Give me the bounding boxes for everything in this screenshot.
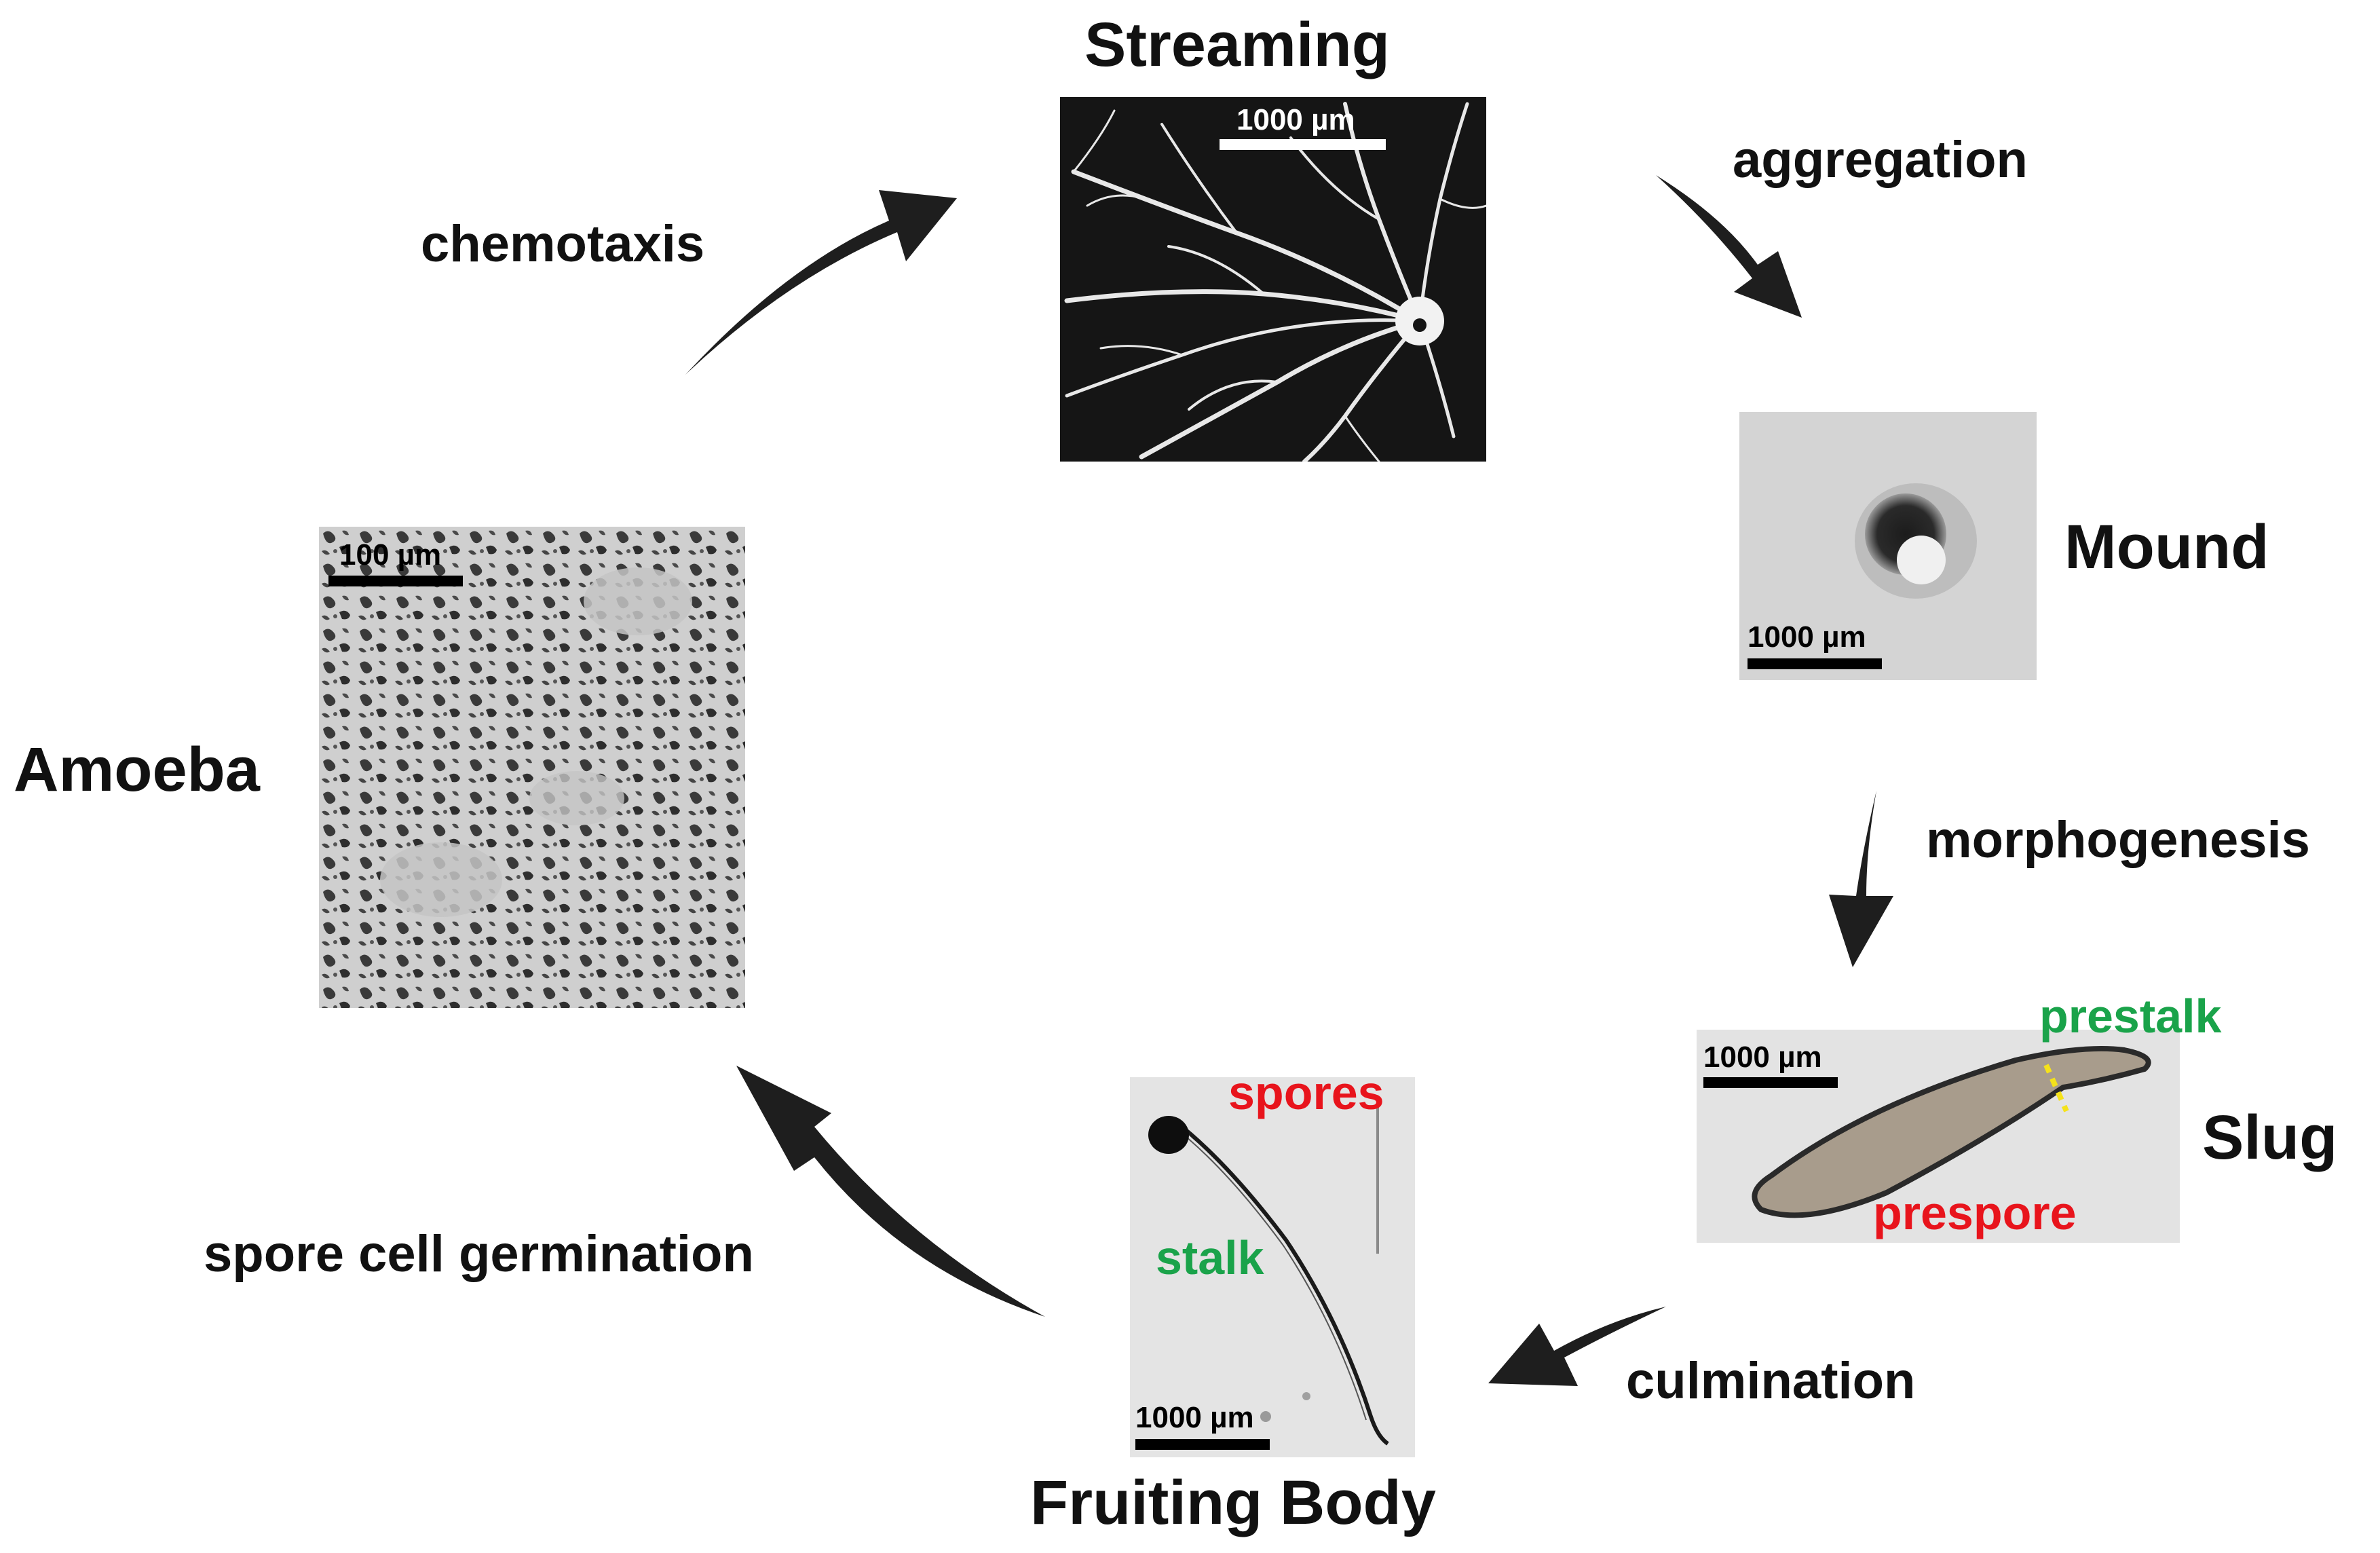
aggregation-label: aggregation	[1733, 131, 2028, 189]
germination-label: spore cell germination	[204, 1225, 754, 1283]
slug-image	[1752, 1045, 2151, 1218]
fruiting-body-photo: 1000 µm	[1130, 1077, 1415, 1457]
morphogenesis-label: morphogenesis	[1926, 811, 2310, 869]
fruiting-body-scale-bar	[1135, 1439, 1270, 1450]
streaming-image	[1064, 102, 1486, 462]
culmination-arrow	[1488, 1307, 1666, 1386]
streaming-scale-bar	[1220, 139, 1386, 150]
mound-scale-label: 1000 µm	[1748, 620, 1866, 654]
morphogenesis-arrow	[1829, 791, 1893, 967]
culmination-label: culmination	[1626, 1352, 1916, 1410]
germination-arrow	[736, 1066, 1045, 1317]
spores-label: spores	[1228, 1066, 1384, 1119]
prestalk-label: prestalk	[2039, 990, 2222, 1043]
slug-scale-label: 1000 µm	[1703, 1041, 1822, 1074]
slug-photo: 1000 µm	[1697, 1030, 2180, 1243]
chemotaxis-label: chemotaxis	[421, 215, 705, 273]
streaming-label: Streaming	[1084, 10, 1390, 79]
amoeba-scale-bar	[328, 576, 463, 586]
streaming-photo: 1000 µm	[1060, 97, 1486, 462]
prespore-label: prespore	[1873, 1186, 2077, 1239]
amoeba-scale-label: 100 µm	[339, 538, 442, 572]
amoeba-label: Amoeba	[14, 735, 260, 804]
slug-label: Slug	[2202, 1103, 2338, 1172]
fruiting-body-label: Fruiting Body	[1030, 1468, 1436, 1537]
streaming-scale-label: 1000 µm	[1236, 103, 1355, 136]
amoeba-image	[319, 527, 745, 1008]
fruiting-body-scale-label: 1000 µm	[1135, 1401, 1254, 1434]
mound-photo: 1000 µm	[1739, 412, 2037, 680]
amoeba-photo: 100 µm	[319, 527, 745, 1008]
stalk-label: stalk	[1156, 1231, 1264, 1284]
slug-scale-bar	[1703, 1077, 1838, 1088]
aggregation-arrow	[1656, 175, 1802, 318]
fruiting-body-image	[1148, 1104, 1389, 1446]
chemotaxis-arrow	[685, 190, 957, 375]
mound-image	[1739, 412, 2037, 680]
mound-scale-bar	[1748, 658, 1882, 669]
mound-label: Mound	[2064, 512, 2269, 582]
